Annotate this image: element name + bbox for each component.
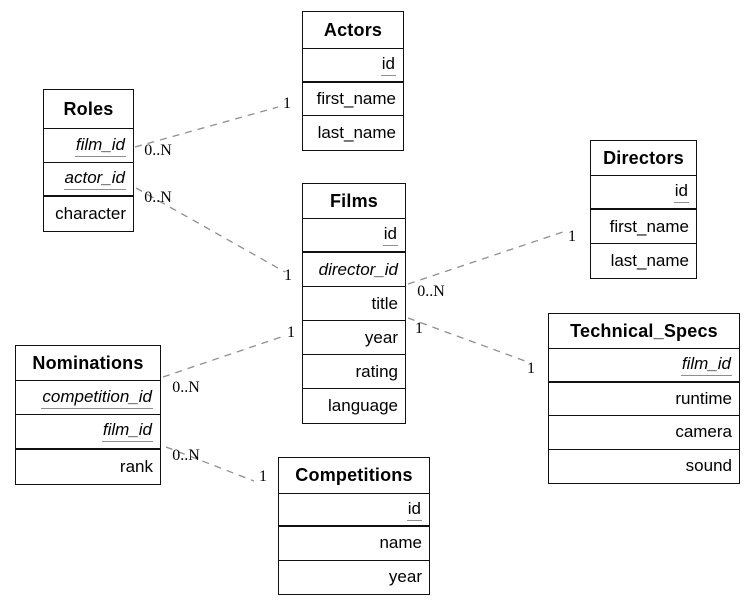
attribute-films-director_id: director_id [303,253,405,287]
attribute-label: film_id [101,420,153,443]
entity-directors: Directors id first_name last_name [590,140,697,279]
attribute-films-rating: rating [303,355,405,389]
entity-title-competitions: Competitions [279,458,429,494]
attribute-label: film_id [74,135,126,157]
attribute-label: actor_id [63,168,126,190]
attribute-technical_specs-camera: camera [549,416,739,450]
attribute-directors-first_name: first_name [591,210,696,244]
entity-title-films: Films [303,184,405,219]
attribute-label: competition_id [41,387,153,409]
relationship-line-roles-films [135,187,286,273]
attribute-nominations-competition_id: competition_id [16,381,160,416]
cardinality-label-roles-actors-1: 1 [283,95,291,112]
attribute-roles-character: character [44,197,133,231]
attribute-label: id [382,224,398,246]
attribute-films-year: year [303,321,405,355]
attribute-label: character [55,204,126,223]
relationship-line-roles-actors [134,106,279,148]
attribute-label: id [380,54,396,76]
attribute-label: film_id [680,354,732,376]
cardinality-label-nominations-films-0: 0..N [172,379,200,396]
attribute-label: id [406,499,422,521]
attribute-actors-first_name: first_name [303,83,403,116]
cardinality-label-nominations-films-1: 1 [287,324,295,341]
cardinality-label-films-directors-1: 1 [568,228,576,245]
attribute-label: sound [685,456,732,476]
entity-actors: Actors id first_name last_name [302,11,404,151]
attribute-label: year [388,567,422,587]
attribute-roles-film_id: film_id [44,129,133,163]
attribute-technical_specs-film_id: film_id [549,349,739,383]
entity-competitions: Competitions id name year [278,457,430,595]
cardinality-label-roles-films-1: 1 [284,267,292,284]
entity-title-directors: Directors [591,141,696,176]
attribute-competitions-name: name [279,527,429,561]
cardinality-label-roles-actors-0: 0..N [144,142,172,159]
entity-title-actors: Actors [303,12,403,49]
attribute-label: runtime [675,388,732,408]
attribute-directors-last_name: last_name [591,244,696,278]
attribute-technical_specs-sound: sound [549,450,739,484]
attribute-label: year [364,327,398,347]
attribute-technical_specs-runtime: runtime [549,383,739,416]
attribute-label: id [673,181,689,203]
attribute-label: rank [119,456,153,476]
attribute-label: language [328,396,398,415]
entity-title-technical_specs: Technical_Specs [549,314,739,349]
attribute-films-id: id [303,219,405,253]
attribute-directors-id: id [591,176,696,210]
relationship-line-nominations-competitions [165,446,255,482]
cardinality-label-nominations-competitions-1: 1 [259,468,267,485]
cardinality-label-roles-films-0: 0..N [144,189,172,206]
attribute-label: camera [675,422,732,442]
attribute-films-title: title [303,287,405,321]
cardinality-label-films-directors-0: 0..N [417,283,445,300]
attribute-label: first_name [316,88,396,108]
attribute-label: name [379,533,422,553]
attribute-actors-last_name: last_name [303,116,403,150]
attribute-label: last_name [317,122,396,142]
cardinality-label-films-technical_specs-1: 1 [527,360,535,377]
entity-roles: Roles film_id actor_id character [43,89,134,232]
entity-title-nominations: Nominations [16,346,160,381]
attribute-label: last_name [610,251,689,270]
attribute-label: title [371,293,398,313]
attribute-nominations-rank: rank [16,450,160,484]
attribute-roles-actor_id: actor_id [44,163,133,197]
attribute-label: first_name [609,216,689,236]
relationship-line-nominations-films [162,335,285,378]
relationship-line-films-directors [407,230,567,285]
attribute-films-language: language [303,389,405,423]
relationship-line-films-technical_specs [407,317,526,362]
cardinality-label-films-technical_specs-0: 1 [415,320,423,337]
attribute-label: rating [355,361,398,381]
cardinality-label-nominations-competitions-0: 0..N [172,447,200,464]
attribute-actors-id: id [303,49,403,83]
entity-title-roles: Roles [44,90,133,129]
attribute-competitions-year: year [279,561,429,594]
attribute-competitions-id: id [279,494,429,528]
attribute-label: director_id [318,259,398,279]
attribute-nominations-film_id: film_id [16,415,160,450]
